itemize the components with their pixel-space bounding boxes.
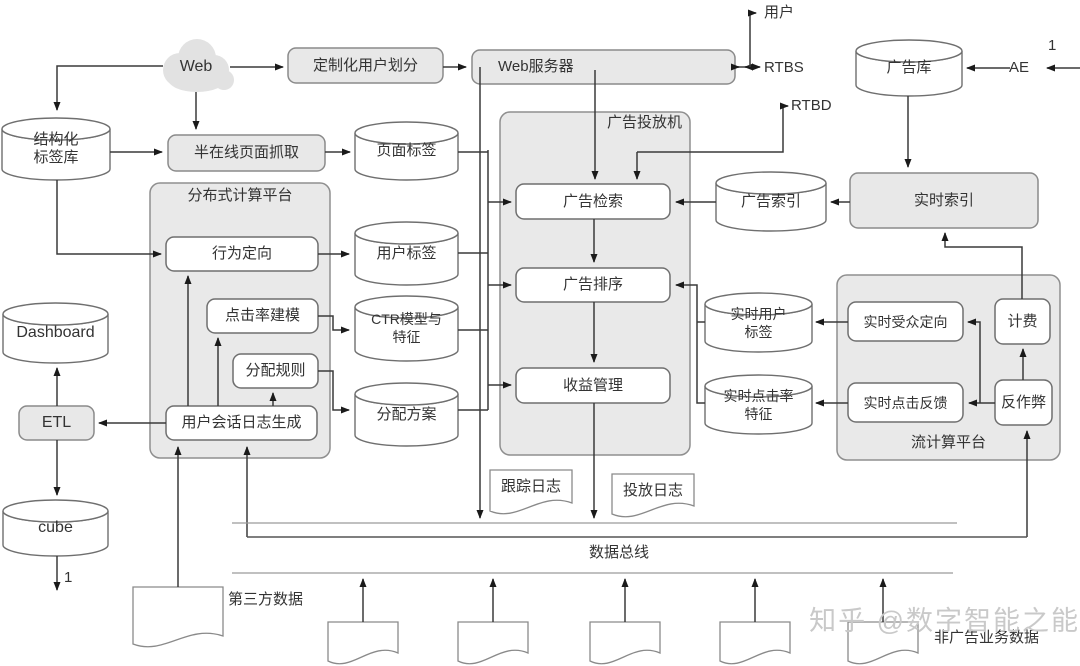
allocation-rules-label: 分配规则: [245, 362, 306, 379]
serving-log-doc: [611, 473, 695, 518]
ad-database-label: 广告库: [886, 59, 932, 76]
third-party-data-doc: [132, 586, 224, 648]
rtbs-label: RTBS: [764, 59, 804, 76]
semi-online-crawl-box: [167, 134, 326, 172]
allocation-plan-label: 分配方案: [376, 405, 437, 423]
ad-retrieval-label: 广告检索: [562, 192, 623, 210]
source-doc-4: [719, 621, 791, 665]
anti-fraud-label: 反作弊: [1000, 393, 1046, 411]
structured-tag-db-cylinder-top: [1, 117, 111, 141]
structured-tag-db-label: 结构化 标签库: [33, 131, 79, 166]
connector-1-bottom-label: 1: [64, 569, 73, 586]
ad-index-label: 广告索引: [740, 192, 801, 210]
ctr-model-features-label: CTR模型与 特征: [371, 311, 442, 345]
ctr-modeling-label: 点击率建模: [224, 307, 300, 324]
connector-lines: [53, 9, 1080, 622]
source-doc-5: [847, 621, 919, 665]
non-ad-business-data-label: 非广告业务数据: [934, 629, 1040, 646]
realtime-audience-label: 实时受众定向: [863, 313, 948, 330]
distributed-platform-title: 分布式计算平台: [187, 187, 293, 204]
tracking-log-doc: [489, 469, 573, 515]
connector-1-top-label: 1: [1048, 37, 1057, 54]
user-endpoint-label: 用户: [764, 4, 795, 21]
etl-label: ETL: [41, 414, 72, 431]
ad-server-title: 广告投放机: [606, 114, 682, 131]
realtime-user-tags-label: 实时用户 标签: [730, 305, 787, 340]
data-bus-label: 数据总线: [589, 544, 650, 561]
stream-platform-title: 流计算平台: [910, 434, 986, 451]
realtime-click-feedback-label: 实时点击反馈: [863, 394, 948, 411]
semi-online-crawl-label: 半在线页面抓取: [193, 144, 299, 161]
realtime-index-label: 实时索引: [913, 191, 974, 209]
user-tags-label: 用户标签: [376, 244, 437, 262]
ad-retrieval-box: [515, 183, 671, 220]
web-server-label: Web服务器: [498, 58, 574, 75]
ctr-model-features-cylinder-top: [354, 295, 459, 319]
page-tags-cylinder-top: [354, 121, 459, 145]
rtbd-label: RTBD: [791, 97, 832, 114]
realtime-ctr-features-cylinder-top: [704, 374, 813, 398]
third-party-data-label: 第三方数据: [228, 591, 304, 608]
tracking-log-label: 跟踪日志: [500, 478, 561, 495]
ae-label: AE: [1009, 59, 1030, 76]
realtime-index-box: [849, 172, 1039, 229]
revenue-management-label: 收益管理: [562, 376, 623, 394]
web-cloud-label: Web: [179, 58, 213, 75]
web-cloud-icon: [163, 39, 234, 92]
revenue-management-box: [515, 367, 671, 404]
page-tags-label: 页面标签: [376, 142, 437, 159]
ad-ranking-box: [515, 267, 671, 303]
allocation-plan-cylinder-top: [354, 382, 459, 406]
user-session-log-label: 用户会话日志生成: [181, 414, 302, 431]
behavior-targeting-label: 行为定向: [211, 245, 272, 262]
user-tags-cylinder-top: [354, 221, 459, 245]
realtime-ctr-features-label: 实时点击率 特征: [723, 387, 794, 422]
realtime-user-tags-cylinder-top: [704, 292, 813, 316]
cube-label: cube: [38, 519, 73, 536]
dashboard-label: Dashboard: [16, 324, 95, 341]
watermark: 知乎 @数字智能之能: [809, 605, 1080, 636]
custom-user-segmentation-label: 定制化用户划分: [312, 56, 418, 74]
custom-user-segmentation-box: [287, 47, 444, 84]
source-doc-3: [589, 621, 661, 665]
billing-label: 计费: [1007, 312, 1038, 330]
source-doc-2: [457, 621, 529, 665]
ad-database-cylinder-top: [855, 39, 963, 63]
ad-index-cylinder-top: [715, 171, 827, 195]
source-doc-1: [327, 621, 399, 665]
serving-log-label: 投放日志: [622, 482, 683, 499]
dashboard-cylinder-top: [2, 302, 109, 326]
ad-ranking-label: 广告排序: [562, 276, 623, 293]
data-store-shapes: [1, 39, 963, 665]
cube-cylinder-top: [2, 499, 109, 523]
